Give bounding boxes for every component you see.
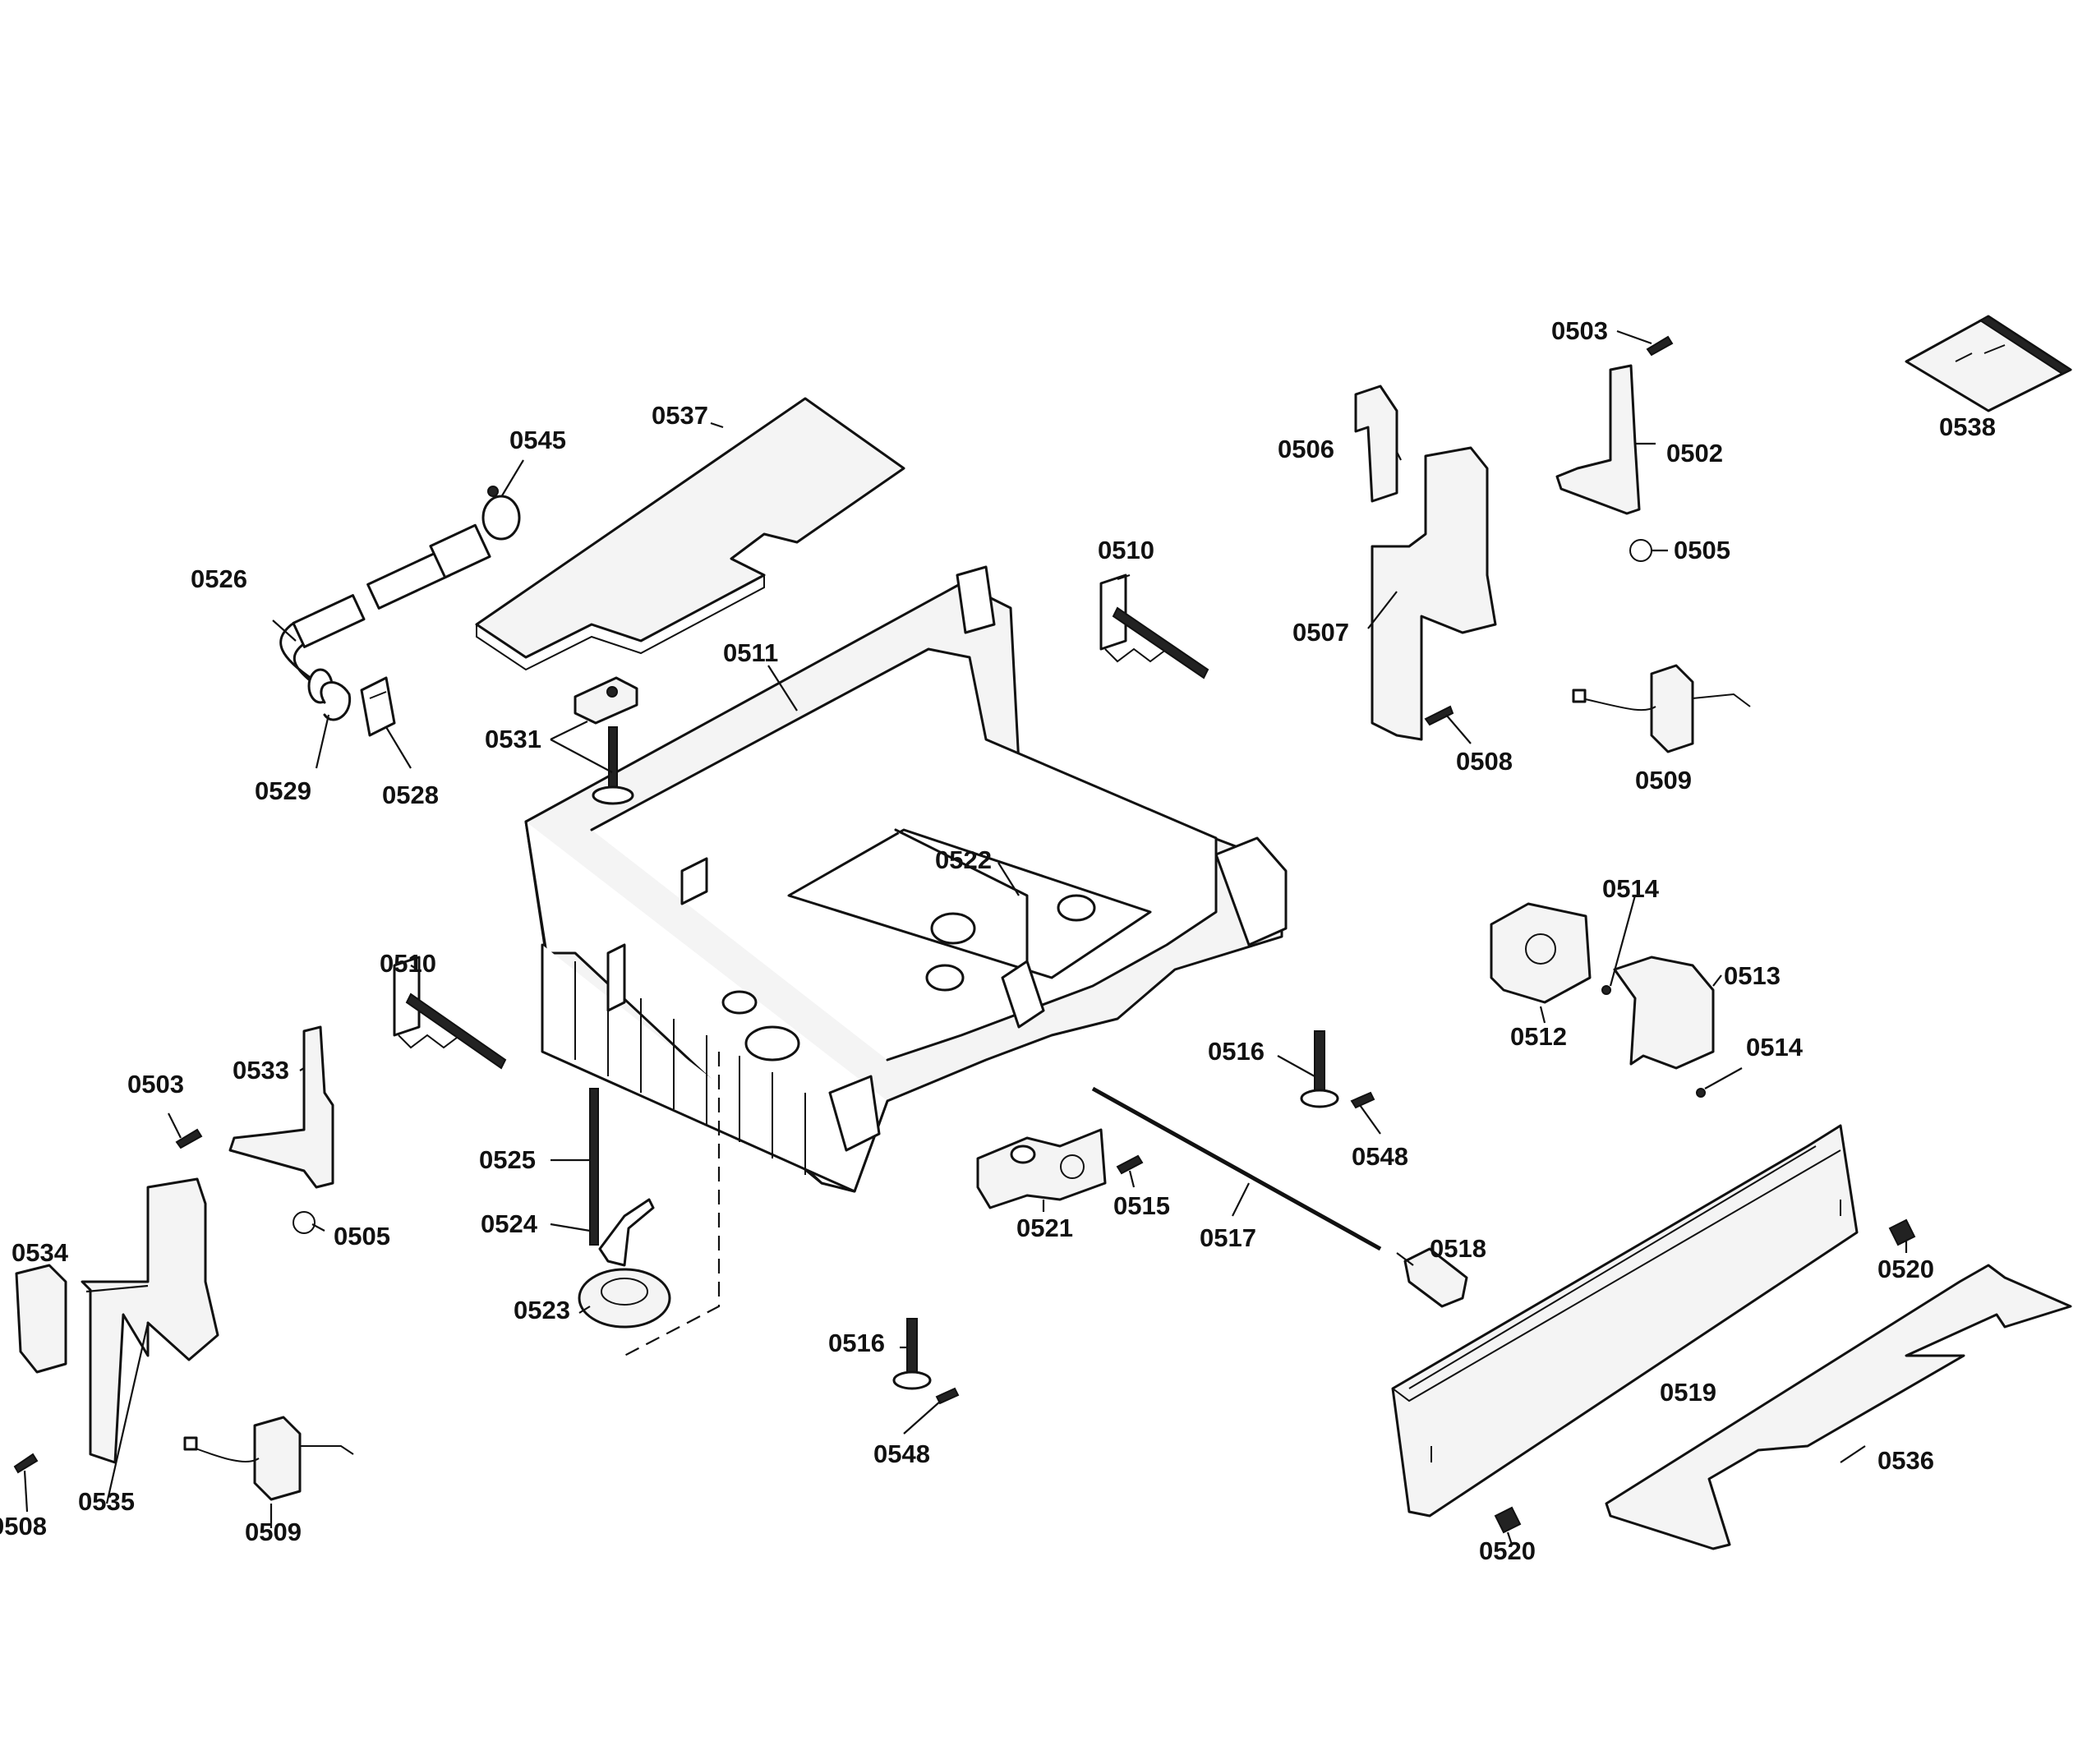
callout-0510b: 0510 (380, 949, 436, 978)
callout-0520b: 0520 (1479, 1536, 1536, 1565)
float-0523[interactable] (578, 1268, 671, 1329)
hose-clip-0529[interactable] (320, 681, 352, 721)
adjustable-foot-0531[interactable] (592, 726, 634, 805)
kick-panel-0519[interactable] (1391, 1124, 1859, 1518)
drain-hose-0526[interactable] (279, 523, 491, 704)
screw-0503-top[interactable] (1646, 335, 1674, 357)
callout-0514b: 0514 (1746, 1033, 1804, 1062)
cover-0513[interactable] (1613, 956, 1715, 1070)
adjustable-foot-0516-right[interactable] (1300, 1030, 1339, 1108)
callout-0525: 0525 (479, 1145, 536, 1174)
callout-labels: 0503 0538 0545 0537 0506 0502 0526 0510 … (0, 316, 1996, 1565)
hinge-plate-0535[interactable] (81, 1177, 219, 1464)
hose-holder-0528[interactable] (360, 676, 396, 737)
float-rod-0525[interactable] (589, 1088, 599, 1246)
callout-0509a: 0509 (1635, 766, 1692, 794)
bracket-0506[interactable] (1354, 385, 1398, 503)
callout-0523: 0523 (514, 1296, 570, 1324)
callout-0505a: 0505 (1674, 536, 1730, 564)
callout-0516a: 0516 (1208, 1037, 1265, 1066)
callout-0537: 0537 (652, 401, 708, 430)
bracket-0533[interactable] (228, 1025, 334, 1189)
adjustable-foot-0516-bottom[interactable] (892, 1318, 932, 1390)
screw-bag-0538[interactable] (1905, 315, 2073, 412)
door-spring-0510-bottom[interactable] (393, 956, 507, 1070)
callout-0515: 0515 (1113, 1191, 1170, 1220)
float-switch-0524[interactable] (598, 1198, 655, 1267)
callout-0519: 0519 (1660, 1378, 1716, 1407)
callout-0508b: 0508 (0, 1512, 47, 1541)
callout-0518: 0518 (1430, 1234, 1486, 1263)
callout-0507: 0507 (1292, 618, 1349, 647)
callout-0503a: 0503 (1551, 316, 1608, 345)
bracket-0502[interactable] (1555, 364, 1641, 515)
screw-0514b[interactable] (1696, 1088, 1706, 1098)
callout-0509b: 0509 (245, 1518, 302, 1546)
clip-0505b[interactable] (293, 1211, 316, 1234)
screw-0508-left[interactable] (13, 1453, 39, 1474)
door-spring-0510-top[interactable] (1099, 573, 1209, 679)
control-box-0512[interactable] (1490, 902, 1592, 1004)
screw-0520-right[interactable] (1888, 1218, 1916, 1246)
screw-0520-bottom[interactable] (1494, 1506, 1522, 1534)
callout-0521: 0521 (1016, 1214, 1073, 1242)
callout-0526: 0526 (191, 564, 247, 593)
assembly-line (624, 1052, 721, 1356)
door-hinge-0509-bottom[interactable] (183, 1416, 354, 1501)
screw-0514a[interactable] (1601, 985, 1611, 995)
screw-0548-bottom[interactable] (935, 1387, 960, 1405)
hinge-plate-0507[interactable] (1371, 446, 1497, 741)
callout-0528: 0528 (382, 781, 439, 809)
callout-0529: 0529 (255, 776, 311, 805)
callout-0505b: 0505 (334, 1222, 390, 1250)
callout-0533: 0533 (233, 1056, 289, 1085)
callout-0508a: 0508 (1456, 747, 1513, 776)
callout-0506: 0506 (1278, 435, 1334, 463)
door-hinge-0509-top[interactable] (1572, 664, 1751, 753)
insulation-strip-0536[interactable] (1605, 1264, 2072, 1550)
rod-0517[interactable] (1091, 1086, 1382, 1251)
callout-0536: 0536 (1877, 1446, 1934, 1475)
base-tub-0511[interactable] (524, 565, 1288, 1193)
callout-0516b: 0516 (828, 1329, 885, 1357)
callout-0534: 0534 (12, 1238, 69, 1267)
callout-0502: 0502 (1666, 439, 1723, 467)
callout-0531: 0531 (485, 725, 541, 753)
callout-0538: 0538 (1939, 412, 1996, 441)
callout-0503b: 0503 (127, 1070, 184, 1098)
hose-clamp-0545[interactable] (481, 486, 521, 541)
callout-0524: 0524 (481, 1209, 538, 1238)
callout-0510a: 0510 (1098, 536, 1154, 564)
insulation-pad-0537[interactable] (475, 397, 905, 659)
callout-0514a: 0514 (1602, 874, 1660, 903)
foot-block-0531[interactable] (574, 676, 638, 725)
callout-0511: 0511 (723, 638, 778, 667)
screw-0515[interactable] (1116, 1154, 1144, 1175)
callout-0522: 0522 (935, 845, 992, 874)
leader-lines (23, 329, 1908, 1545)
part-0534[interactable] (15, 1264, 67, 1374)
callout-0517: 0517 (1200, 1223, 1256, 1252)
inlet-valve-0521[interactable] (976, 1128, 1107, 1209)
callout-0520a: 0520 (1877, 1255, 1934, 1283)
screw-0503-left[interactable] (175, 1128, 203, 1149)
callout-0545: 0545 (509, 426, 566, 454)
screw-0508-top[interactable] (1424, 705, 1454, 726)
callout-0513: 0513 (1724, 961, 1781, 990)
callout-0512: 0512 (1510, 1022, 1567, 1051)
screw-0548-right[interactable] (1350, 1091, 1375, 1109)
callout-0535: 0535 (78, 1487, 135, 1516)
clip-0505a[interactable] (1629, 539, 1652, 562)
knob-0518[interactable] (1403, 1247, 1468, 1308)
callout-0548b: 0548 (873, 1439, 930, 1468)
callout-0548a: 0548 (1352, 1142, 1408, 1171)
